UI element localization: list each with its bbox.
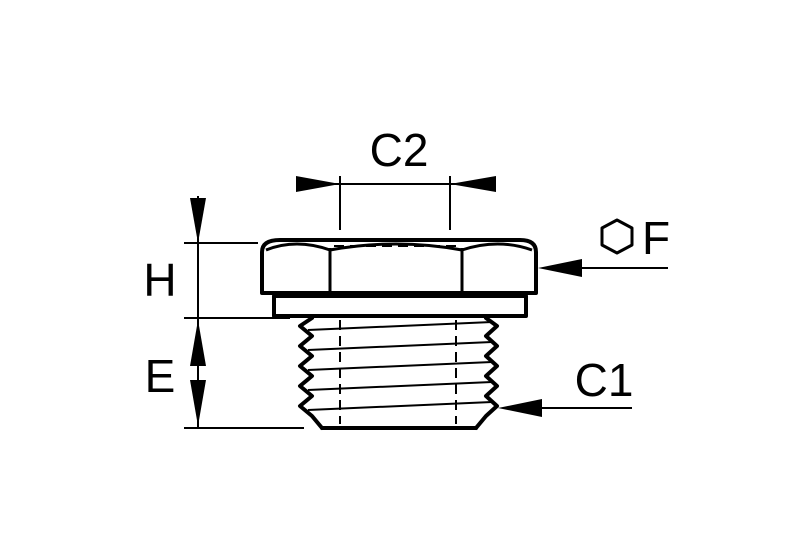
dimension-f: F: [538, 212, 670, 277]
f-arrow: [538, 259, 582, 277]
hex-chamfer-left: [265, 242, 331, 252]
hex-chamfer-middle: [329, 242, 463, 252]
h-label: H: [143, 254, 176, 306]
c1-arrow: [498, 399, 542, 417]
dimension-c2: C2: [296, 124, 496, 230]
hexagon-icon: [600, 218, 634, 255]
dimension-c1: C1: [498, 354, 633, 417]
f-label: F: [642, 212, 670, 264]
thread-left-profile: [298, 316, 324, 430]
thread-crests: [307, 321, 493, 411]
c2-arrow-left: [296, 176, 340, 192]
hex-head: [260, 238, 538, 295]
hex-chamfer-right: [461, 242, 533, 252]
c1-label: C1: [575, 354, 634, 406]
c2-arrow-right: [450, 176, 496, 192]
thread-right-profile: [474, 316, 499, 430]
collar: [272, 294, 528, 318]
h-arrow-top: [190, 198, 206, 243]
c2-label: C2: [370, 124, 429, 176]
e-arrow-top: [190, 320, 206, 366]
threaded-body: [298, 316, 499, 430]
e-arrow-bottom: [190, 380, 206, 426]
e-label: E: [145, 350, 176, 402]
hex-head-outline: [260, 238, 538, 295]
dimension-h-e: H E: [143, 196, 304, 429]
